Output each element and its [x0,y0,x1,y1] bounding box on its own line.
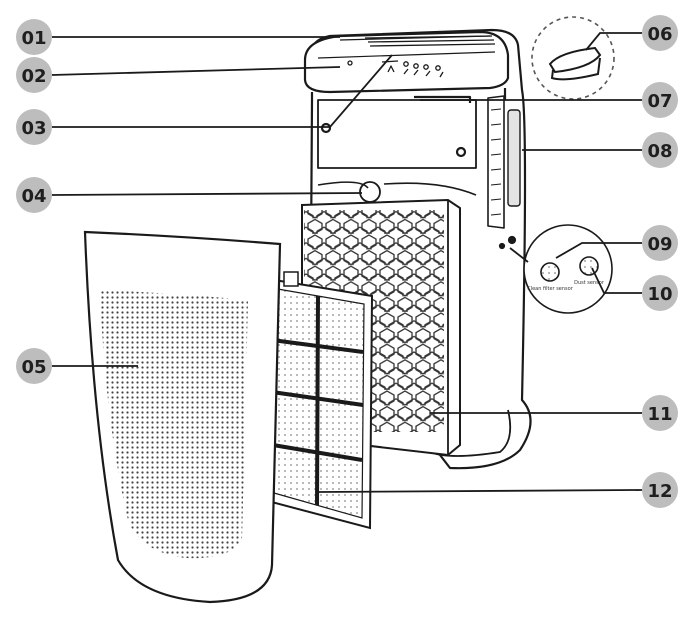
hepa-filter [260,271,374,530]
callout-12: 12 [642,472,678,508]
callout-04-label: 04 [21,186,46,207]
callout-01: 01 [16,19,52,55]
callout-06: 06 [642,15,678,51]
clean-filter-sensor-label: Clean filter sensor [527,286,574,292]
callout-09: 09 [642,225,678,261]
callout-badges: 01 02 03 04 05 06 07 08 [16,15,678,508]
callout-10: 10 [642,275,678,311]
callout-07: 07 [642,82,678,118]
callout-04: 04 [16,177,52,213]
dust-sensor-button[interactable] [579,256,599,276]
callout-05: 05 [16,348,52,384]
top-air-outlet-grille [364,35,496,47]
callout-02: 02 [16,57,52,93]
purifier-body [303,28,532,470]
callout-12-label: 12 [647,481,672,502]
callout-07-label: 07 [647,91,672,112]
callout-08-label: 08 [647,141,672,162]
leader-lines [51,32,643,493]
control-panel [347,60,444,78]
callout-03: 03 [16,109,52,145]
callout-10-label: 10 [647,284,672,305]
dust-sensor-label: Dust sensor [574,280,605,286]
callout-05-label: 05 [21,357,46,378]
callout-08: 08 [642,132,678,168]
detail-circle-top [531,16,615,100]
detail-circle-sensors: Clean filter sensor Dust sensor [523,224,613,314]
front-cover [83,230,282,604]
clean-filter-sensor-button[interactable] [540,262,560,282]
callout-02-label: 02 [21,66,46,87]
callout-01-label: 01 [21,28,46,49]
side-handle-grill [490,108,502,216]
callout-09-label: 09 [647,234,672,255]
callout-03-label: 03 [21,118,46,139]
callout-11-label: 11 [647,404,672,425]
callout-06-label: 06 [647,24,672,45]
callout-11: 11 [642,395,678,431]
